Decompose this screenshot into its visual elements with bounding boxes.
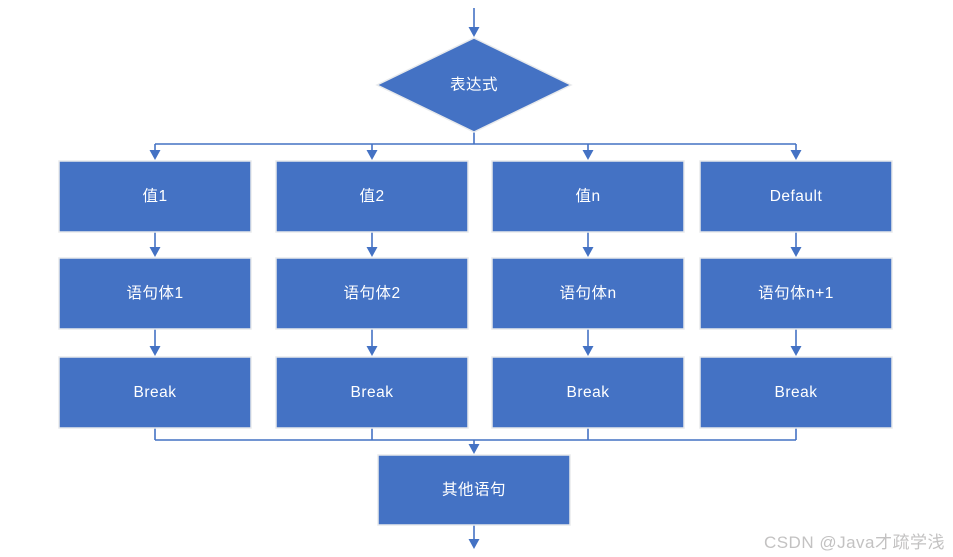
node-label: Break — [134, 384, 177, 401]
edge-exit — [468, 525, 480, 549]
rect-shape — [491, 257, 685, 330]
rect-shape — [699, 356, 893, 429]
edge-valuen-to-stmtn — [582, 232, 594, 257]
rect-shape — [699, 257, 893, 330]
edge-bus-to-default — [790, 144, 802, 160]
node-value-2: 值2 — [275, 160, 469, 233]
edge-stmtn1-to-break4 — [790, 329, 802, 356]
arrowhead-icon — [582, 247, 594, 257]
arrowhead-icon — [582, 346, 594, 356]
arrowhead-icon — [582, 150, 594, 160]
arrowhead-icon — [468, 539, 480, 549]
node-other-statement: 其他语句 — [377, 454, 571, 526]
edge-bus-to-other — [468, 440, 480, 454]
rect-shape — [275, 160, 469, 233]
arrowhead-icon — [366, 346, 378, 356]
rect-shape — [491, 356, 685, 429]
node-label: 值2 — [359, 187, 384, 205]
node-break-1: Break — [58, 356, 252, 429]
node-statement-n1: 语句体n+1 — [699, 257, 893, 330]
node-break-4: Break — [699, 356, 893, 429]
node-label: Default — [770, 188, 823, 205]
rect-shape — [491, 160, 685, 233]
arrowhead-icon — [149, 346, 161, 356]
node-value-n: 值n — [491, 160, 685, 233]
edge-bus-to-value-2 — [366, 144, 378, 160]
rect-shape — [275, 356, 469, 429]
node-break-2: Break — [275, 356, 469, 429]
arrowhead-icon — [149, 247, 161, 257]
edge-bus-to-value-n — [582, 144, 594, 160]
node-statement-1: 语句体1 — [58, 257, 252, 330]
arrowhead-icon — [149, 150, 161, 160]
rect-shape — [58, 160, 252, 233]
rect-shape — [275, 257, 469, 330]
node-expression: 表达式 — [375, 37, 573, 133]
node-break-3: Break — [491, 356, 685, 429]
node-label: Break — [775, 384, 818, 401]
edge-stmt1-to-break1 — [149, 329, 161, 356]
node-label: 语句体2 — [343, 284, 400, 302]
node-value-1: 值1 — [58, 160, 252, 233]
rect-shape — [58, 257, 252, 330]
rect-shape — [377, 454, 571, 526]
edge-default-to-stmtn1 — [790, 232, 802, 257]
node-default: Default — [699, 160, 893, 233]
node-statement-n: 语句体n — [491, 257, 685, 330]
arrowhead-icon — [790, 346, 802, 356]
arrowhead-icon — [790, 150, 802, 160]
arrowhead-icon — [468, 444, 480, 454]
node-label: 语句体1 — [126, 284, 183, 302]
edge-value1-to-stmt1 — [149, 232, 161, 257]
rect-shape — [699, 160, 893, 233]
node-label: 值1 — [142, 187, 167, 205]
arrowhead-icon — [790, 247, 802, 257]
edge-stmt2-to-break2 — [366, 329, 378, 356]
rect-shape — [58, 356, 252, 429]
node-label: 其他语句 — [442, 481, 506, 499]
diamond-shape — [375, 37, 573, 133]
node-label: 表达式 — [450, 76, 498, 94]
node-label: 值n — [575, 187, 600, 205]
watermark: CSDN @Java才疏学浅 — [763, 533, 945, 552]
arrowhead-icon — [468, 27, 480, 37]
node-label: Break — [567, 384, 610, 401]
node-label: Break — [351, 384, 394, 401]
arrowhead-icon — [366, 150, 378, 160]
node-statement-2: 语句体2 — [275, 257, 469, 330]
edge-value2-to-stmt2 — [366, 232, 378, 257]
node-label: 语句体n+1 — [758, 284, 834, 302]
arrowhead-icon — [366, 247, 378, 257]
edge-bus-to-value-1 — [149, 144, 161, 160]
edge-entry — [468, 8, 480, 37]
edge-stmtn-to-break3 — [582, 329, 594, 356]
node-label: 语句体n — [559, 284, 616, 302]
